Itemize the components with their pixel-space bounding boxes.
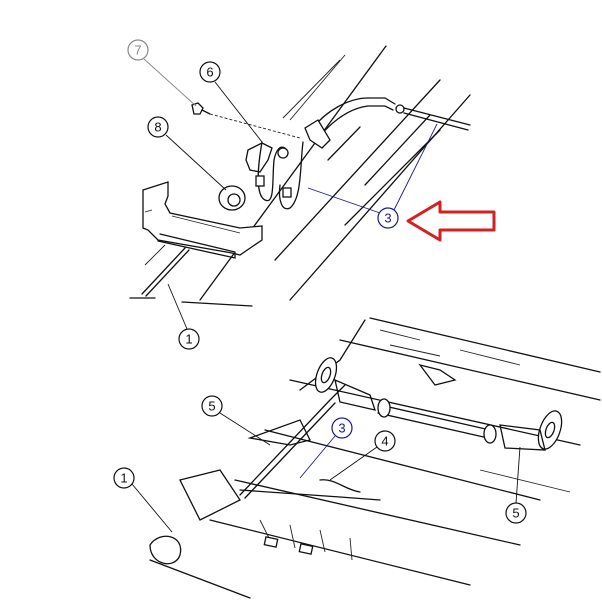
callout-8-label: 8 (154, 120, 161, 135)
callout-6-label: 6 (206, 65, 213, 80)
driveshaft (377, 398, 497, 444)
cable-1-top (141, 244, 190, 297)
brake-assembly-right (499, 410, 563, 451)
floor-pan-lines-top (129, 45, 471, 307)
callout-1-top: 1 (178, 328, 200, 350)
callout-7: 7 (127, 39, 149, 61)
callout-6: 6 (199, 61, 221, 83)
underbody (149, 317, 601, 599)
callout-3-top: 3 (377, 207, 399, 229)
highlight-arrow (406, 200, 496, 242)
callout-8: 8 (147, 116, 169, 138)
callout-5-right: 5 (505, 502, 527, 524)
callout-3-top-label: 3 (384, 211, 391, 226)
callout-3-bottom-label: 3 (338, 421, 345, 436)
callout-1-bottom: 1 (113, 467, 135, 489)
callout-5-right-label: 5 (512, 506, 519, 521)
callout-5-left-label: 5 (208, 399, 215, 414)
leader-lines (131, 58, 521, 533)
callout-1-top-label: 1 (185, 332, 192, 347)
callout-4: 4 (374, 430, 396, 452)
callout-4-label: 4 (381, 434, 388, 449)
grommet (218, 185, 246, 211)
callout-5-left: 5 (201, 395, 223, 417)
cable-clip-and-loops (245, 141, 304, 210)
bracket-shield (142, 181, 263, 259)
bolt (191, 102, 301, 139)
callout-7-label: 7 (134, 43, 141, 58)
brake-assembly-left (314, 357, 376, 411)
callout-1-bottom-label: 1 (120, 471, 127, 486)
cable-3-top (304, 97, 471, 149)
brake-cables-bottom (239, 384, 381, 501)
callout-3-bottom: 3 (331, 417, 353, 439)
